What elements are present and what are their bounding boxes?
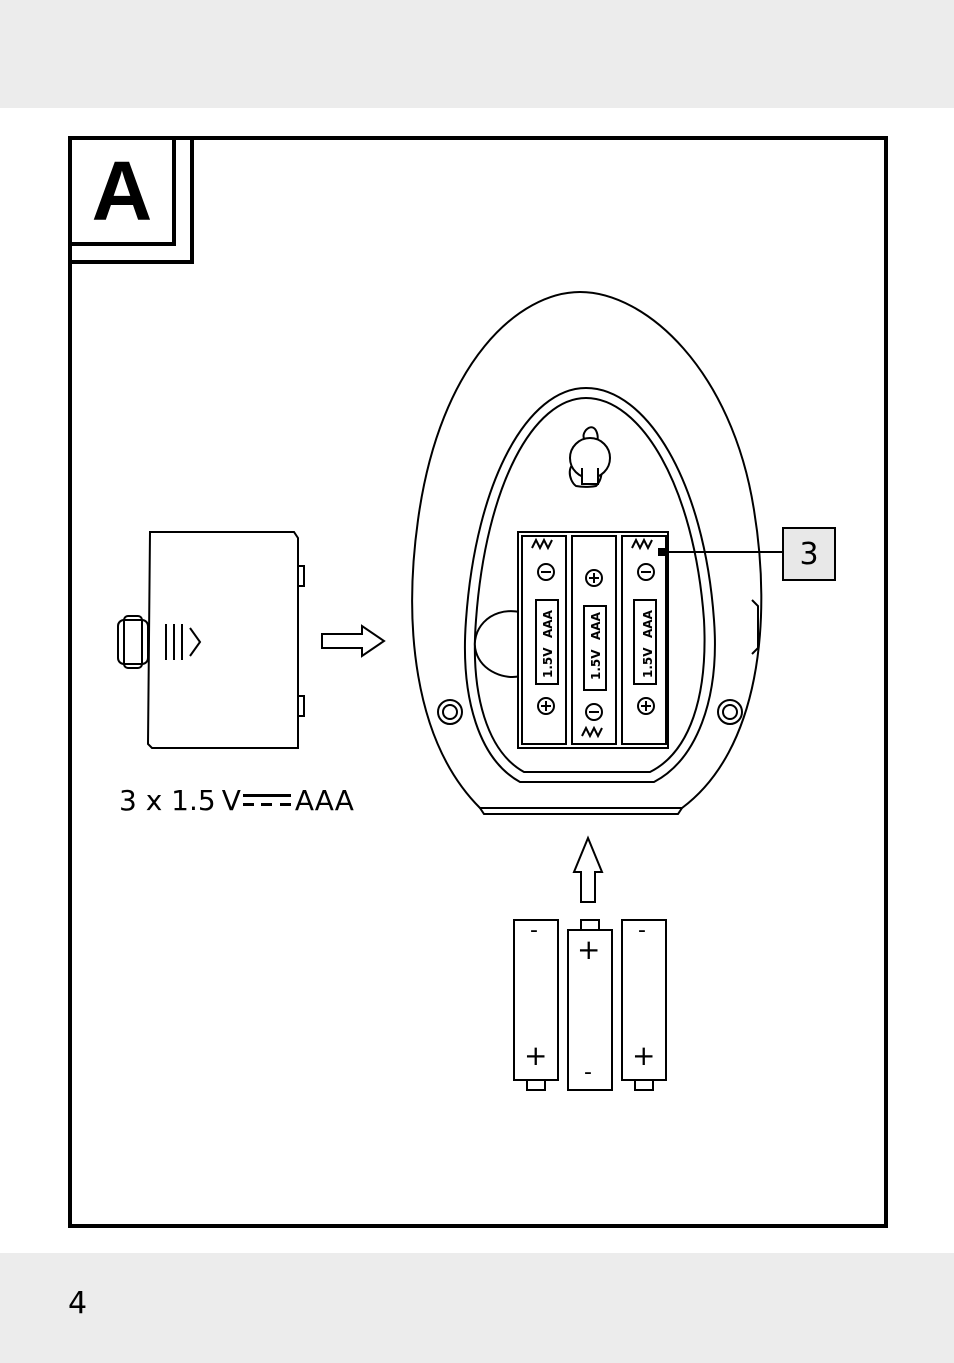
battery-specification: 3 x 1.5 V AAA [119,784,354,817]
callout-number-3: 3 [782,527,836,581]
arrow-right-icon [322,626,384,656]
battery-3-top-label: - [638,920,646,942]
compartment-1-type: AAA [541,609,555,638]
battery-1-top-label: - [530,920,538,942]
compartment-2-voltage: 1.5V [589,649,603,680]
battery-type: AAA [295,784,354,817]
arrow-up-icon [574,838,602,902]
battery-cover-icon [118,532,304,748]
dc-symbol-icon [243,794,291,808]
compartment-3-voltage: 1.5V [641,647,655,678]
battery-count-voltage: 3 x 1.5 [119,784,216,817]
battery-3-bottom-label: + [632,1042,655,1070]
letter-tab-border [68,260,194,264]
battery-2-bottom-label: - [584,1062,592,1084]
battery-1-bottom-label: + [524,1042,547,1070]
compartment-1-voltage: 1.5V [541,647,555,678]
figure-letter: A [92,149,153,233]
compartment-3-type: AAA [641,609,655,638]
voltage-unit: V [222,784,241,817]
compartment-2-type: AAA [589,611,603,640]
figure-letter-box: A [68,136,176,246]
letter-tab-border [190,136,194,264]
battery-2-top-label: + [577,936,600,964]
